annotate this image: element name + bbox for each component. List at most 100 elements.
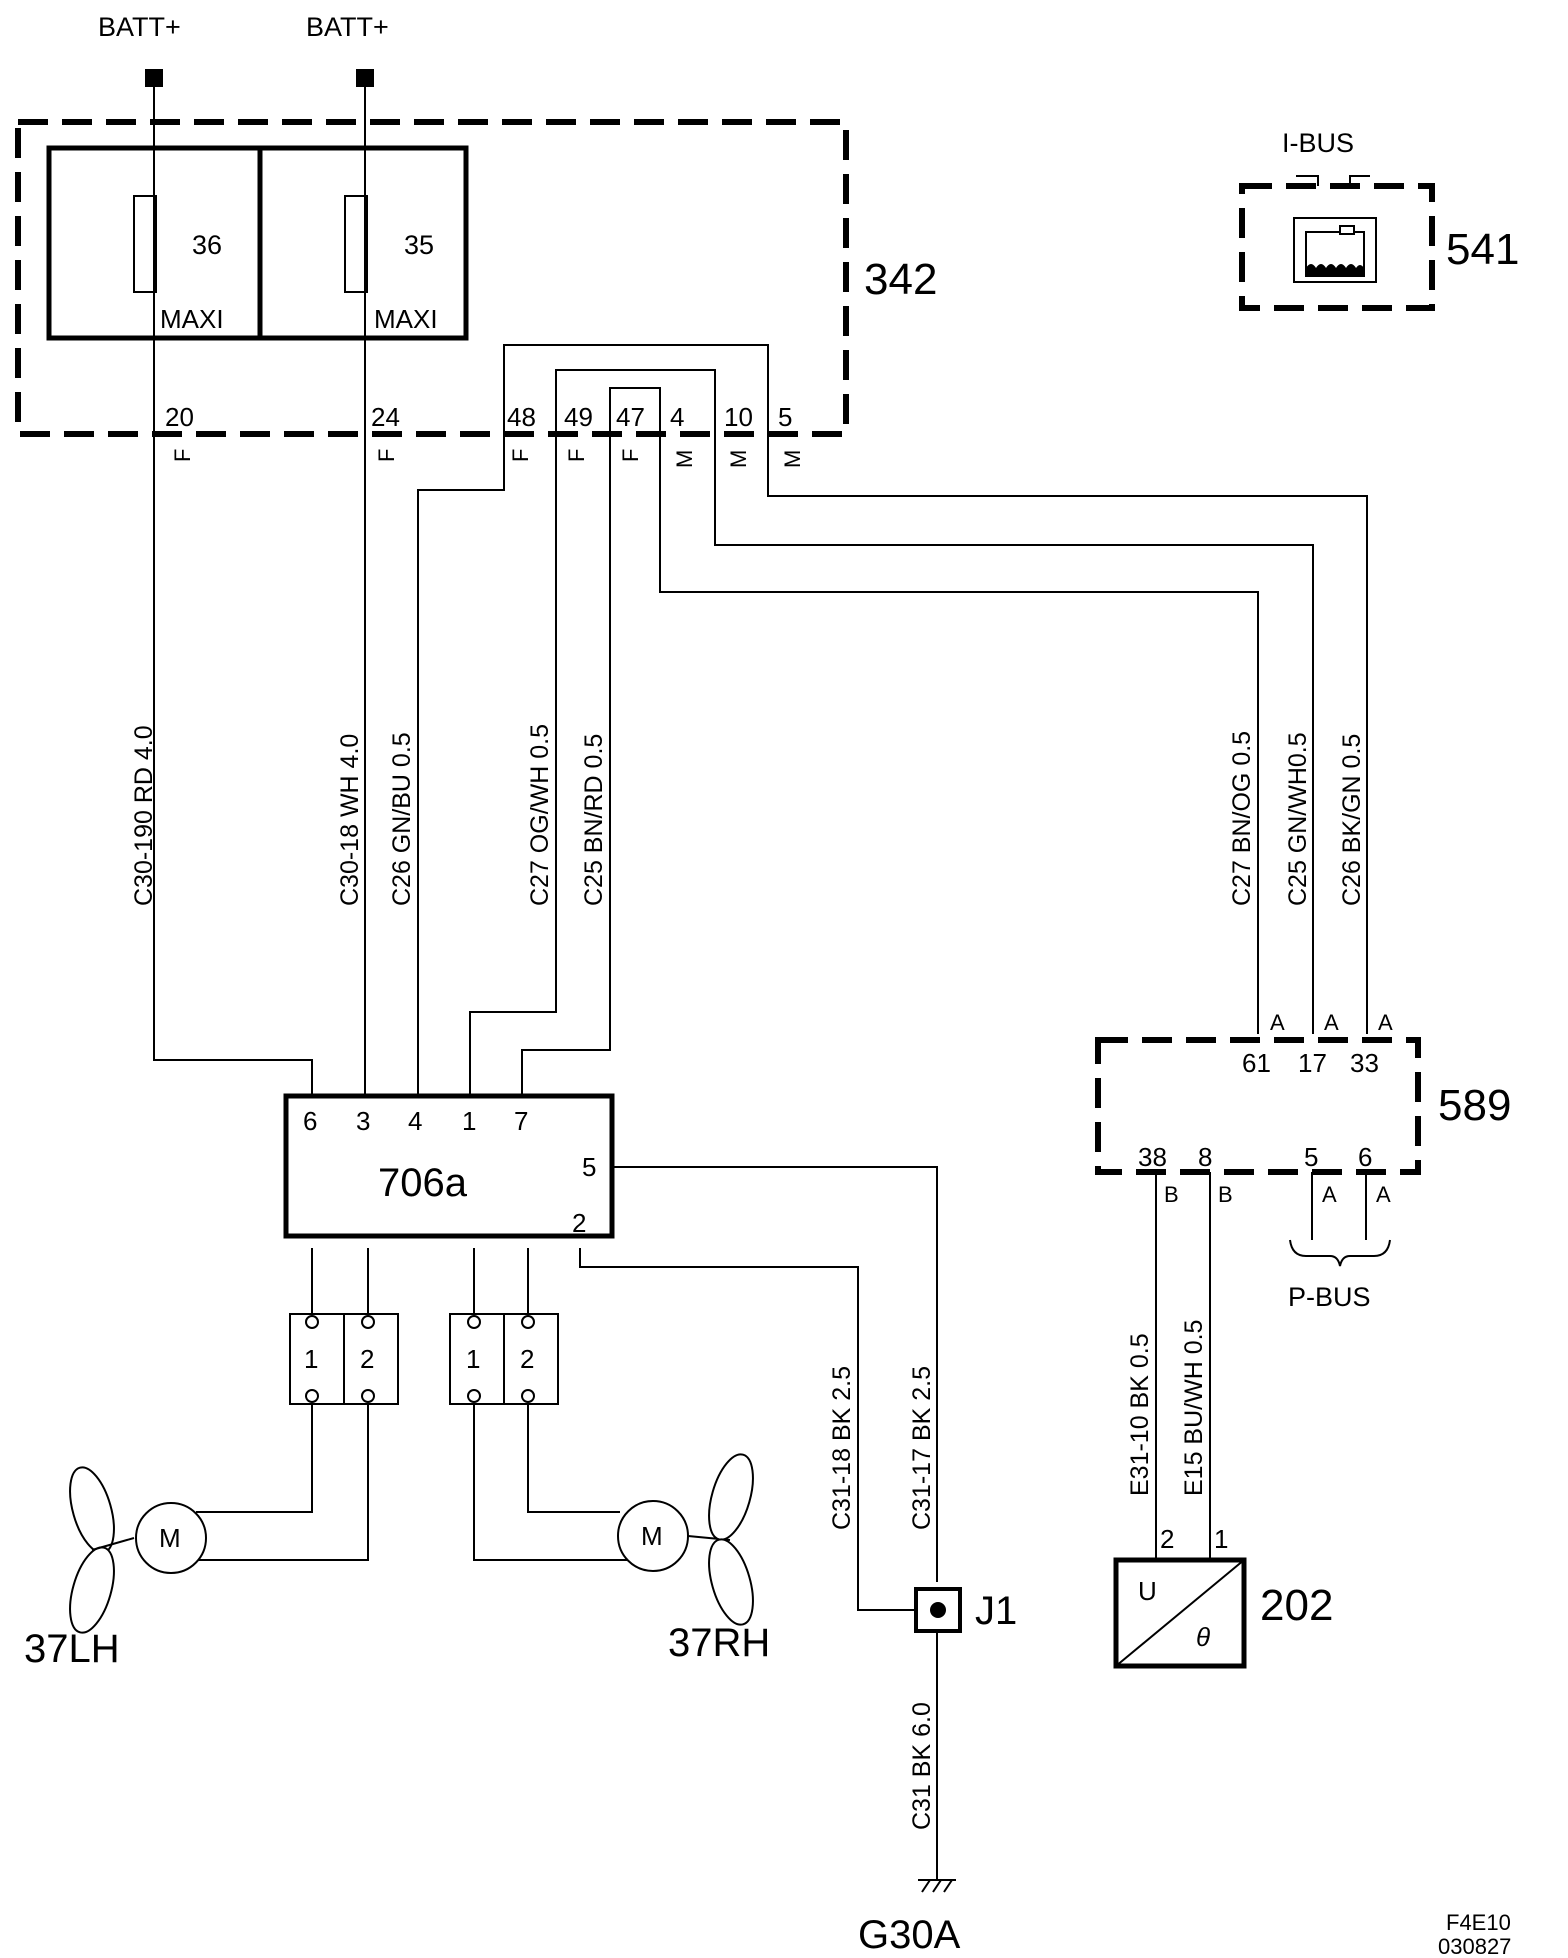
label-e15: E15 BU/WH 0.5 <box>1180 1320 1208 1496</box>
sensor-pin-2: 2 <box>1160 1524 1174 1554</box>
fan-blade-icon <box>708 1538 754 1626</box>
fan-rh-label: 37RH <box>668 1621 770 1665</box>
module-541-icon <box>1293 217 1377 283</box>
code-48: F <box>508 449 533 462</box>
fan-shaft <box>91 1537 135 1551</box>
connector-rh-1: 1 <box>466 1344 480 1374</box>
label-c31: C31 BK 6.0 <box>908 1702 936 1830</box>
589-pin-33: 33 <box>1350 1048 1379 1078</box>
fan-blade-icon <box>69 1546 115 1634</box>
connector-lh-1: 1 <box>304 1344 318 1374</box>
pin-20: 20 <box>165 402 194 432</box>
wire-c31-17 <box>613 1166 938 1582</box>
code-10: M <box>726 450 751 468</box>
motor-rh-label: M <box>641 1521 663 1551</box>
connector-lh-pin-top <box>305 1315 319 1329</box>
706a-pin-4: 4 <box>408 1106 422 1136</box>
fuse-35-symbol <box>344 195 368 293</box>
batt-plus-right-label: BATT+ <box>306 12 389 42</box>
label-c30-18: C30-18 WH 4.0 <box>336 734 364 906</box>
589-code-33: A <box>1378 1010 1393 1035</box>
589-code-6: A <box>1376 1182 1391 1207</box>
label-c31-17: C31-17 BK 2.5 <box>908 1366 936 1530</box>
relay-box-342-label: 342 <box>864 255 937 304</box>
connector-lh-pin-bottom <box>305 1389 319 1403</box>
sensor-u-label: U <box>1138 1576 1157 1606</box>
label-c30-190: C30-190 RD 4.0 <box>130 725 158 906</box>
label-c25-gnwh: C25 GN/WH0.5 <box>1284 732 1312 906</box>
connector-rh-pin-top <box>467 1315 481 1329</box>
ground-icon <box>918 1879 956 1893</box>
pin-24: 24 <box>371 402 400 432</box>
label-c31-18: C31-18 BK 2.5 <box>828 1366 856 1530</box>
motor-icon <box>135 1502 207 1574</box>
ground-g30a-label: G30A <box>858 1913 961 1957</box>
splice-j1-label: J1 <box>975 1589 1017 1633</box>
706a-pin-7: 7 <box>514 1106 528 1136</box>
batt-terminal-right <box>356 69 374 87</box>
589-pin-38: 38 <box>1138 1142 1167 1172</box>
fuse-35-type: MAXI <box>374 304 438 334</box>
pin-4: 4 <box>670 402 684 432</box>
wire-network <box>153 87 1368 1880</box>
relay-box-342-outline <box>15 119 849 437</box>
module-706a-label: 706a <box>378 1161 468 1205</box>
module-541-label: 541 <box>1446 225 1519 274</box>
connector-rh-2: 2 <box>520 1344 534 1374</box>
706a-pin-6: 6 <box>303 1106 317 1136</box>
589-code-17: A <box>1324 1010 1339 1035</box>
wire-motor-rh-a <box>473 1404 652 1561</box>
pbus-brace <box>1289 1239 1391 1267</box>
589-code-61: A <box>1270 1010 1285 1035</box>
module-589-label: 589 <box>1438 1081 1511 1130</box>
label-c25-bnrd: C25 BN/RD 0.5 <box>580 734 608 906</box>
fuse-36-label: 36 <box>192 230 222 260</box>
label-c27-bnog: C27 BN/OG 0.5 <box>1228 731 1256 906</box>
fuse-36-symbol <box>133 195 157 293</box>
pin-10: 10 <box>724 402 753 432</box>
motor-lh-label: M <box>159 1523 181 1553</box>
589-code-38: B <box>1164 1182 1179 1207</box>
label-c26-gnbu: C26 GN/BU 0.5 <box>388 732 416 906</box>
589-code-8: B <box>1218 1182 1233 1207</box>
589-pin-6: 6 <box>1358 1142 1372 1172</box>
pin-47: 47 <box>616 402 645 432</box>
wire-c30-190 <box>153 87 313 1096</box>
connector-lh-pin-bottom <box>361 1389 375 1403</box>
wire-loop-49 <box>555 369 716 434</box>
ibus-stub-left <box>1296 175 1319 186</box>
706a-pin-5: 5 <box>582 1152 596 1182</box>
connector-rh-pin-bottom <box>467 1389 481 1403</box>
wire-motor-rh-b <box>527 1404 620 1513</box>
wire-motor-lh-b <box>160 1404 369 1561</box>
code-20: F <box>170 449 195 462</box>
wire-loop-47 <box>609 387 661 434</box>
code-24: F <box>374 449 399 462</box>
batt-plus-left-label: BATT+ <box>98 12 181 42</box>
connector-rh-pin-top <box>521 1315 535 1329</box>
connector-rh-pin-bottom <box>521 1389 535 1403</box>
706a-pin-3: 3 <box>356 1106 370 1136</box>
wire-c31-18 <box>579 1248 918 1611</box>
code-47: F <box>618 449 643 462</box>
sensor-theta-label: θ <box>1196 1622 1210 1652</box>
diagram-date: 030827 <box>1438 1934 1511 1958</box>
ibus-stub-right <box>1349 175 1370 186</box>
fan-lh: M <box>69 1466 207 1634</box>
fuse-35-label: 35 <box>404 230 434 260</box>
wire-c25-bnrd <box>521 434 611 1096</box>
pbus-label: P-BUS <box>1288 1282 1371 1312</box>
pin-49: 49 <box>564 402 593 432</box>
pin-48: 48 <box>507 402 536 432</box>
sensor-diagonal <box>1115 1559 1245 1667</box>
fan-lh-label: 37LH <box>24 1627 120 1671</box>
ibus-label: I-BUS <box>1282 128 1354 158</box>
module-706a-box <box>283 1093 615 1239</box>
module-589-outline <box>1095 1037 1421 1175</box>
wire-motor-lh-a <box>196 1404 313 1513</box>
code-4: M <box>672 450 697 468</box>
fan-blade-icon <box>708 1453 754 1541</box>
wire-c27-bnog <box>659 434 1259 1034</box>
706a-pin-1: 1 <box>462 1106 476 1136</box>
